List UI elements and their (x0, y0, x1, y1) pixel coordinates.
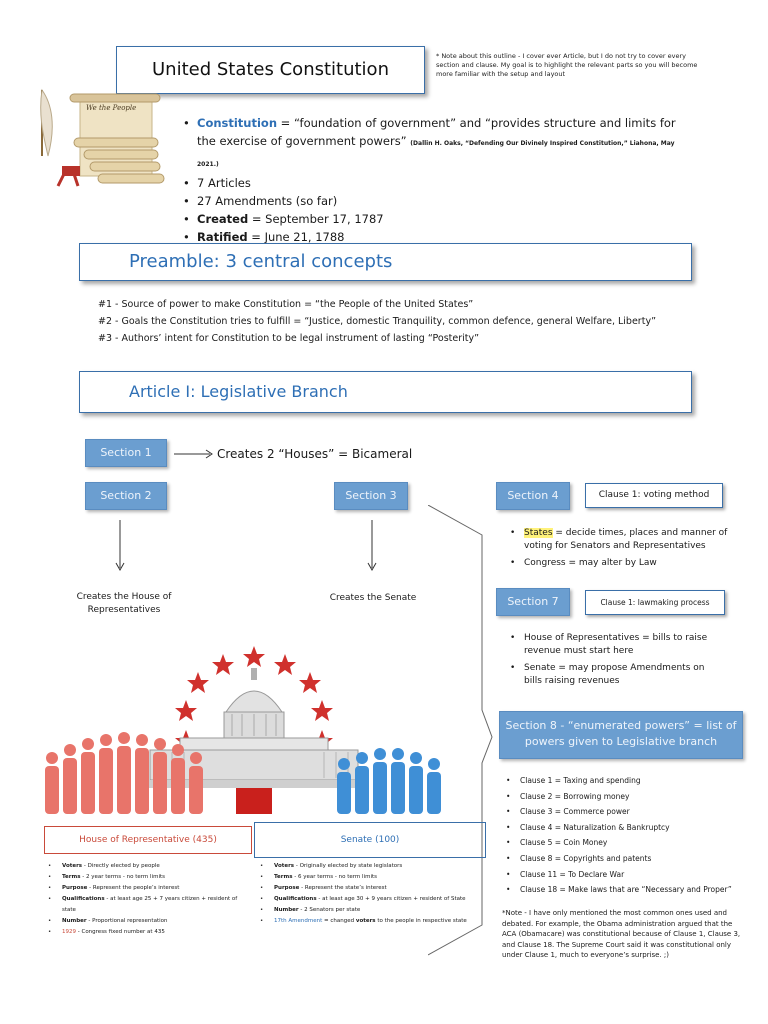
section1-box: Section 1 (85, 439, 167, 467)
section3-box: Section 3 (334, 482, 408, 510)
preamble-item-3: #3 - Authors’ intent for Constitution to… (98, 333, 480, 344)
section4-bullet-2: Congress = may alter by Law (510, 557, 740, 570)
house-detail: Qualifications - at least age 25 + 7 yea… (48, 894, 252, 916)
section2-box: Section 2 (85, 482, 167, 510)
senate-detail: Number - 2 Senators per state (260, 905, 490, 916)
senate-detail: Qualifications - at least age 30 + 9 yea… (260, 894, 490, 905)
section7-clause-box: Clause 1: lawmaking process (585, 590, 725, 615)
section4-box: Section 4 (496, 482, 570, 510)
section4-bullet-1: States = decide times, places and manner… (510, 527, 740, 553)
scroll-text: We the People (86, 104, 136, 112)
article1-title-box: Article I: Legislative Branch (79, 371, 692, 413)
section4-clause-box: Clause 1: voting method (585, 483, 723, 508)
house-detail: Voters - Directly elected by people (48, 861, 252, 872)
clause-item: Clause 4 = Naturalization & Bankruptcy (506, 820, 756, 836)
fact-amendments: 27 Amendments (so far) (183, 192, 683, 210)
senate-detail: Terms - 6 year terms - no term limits (260, 872, 490, 883)
outline-note: * Note about this outline - I cover ever… (436, 52, 698, 78)
clause-item: Clause 3 = Commerce power (506, 804, 756, 820)
clause-item: Clause 2 = Borrowing money (506, 789, 756, 805)
preamble-item-1: #1 - Source of power to make Constitutio… (98, 299, 474, 310)
section3-arrow (367, 520, 377, 572)
house-detail: 1929 - Congress fixed number at 435 (48, 927, 252, 938)
constitution-facts: Constitution = “foundation of government… (183, 114, 683, 246)
section8-box: Section 8 - “enumerated powers” = list o… (499, 711, 743, 759)
article1-title: Article I: Legislative Branch (129, 382, 348, 401)
main-title-box: United States Constitution (116, 46, 425, 94)
senate-details: Voters - Originally elected by state leg… (260, 861, 490, 927)
section7-bullet-1: House of Representatives = bills to rais… (510, 632, 720, 658)
senate-label-box: Senate (100) (254, 822, 486, 858)
section1-desc: Creates 2 “Houses” = Bicameral (217, 447, 413, 461)
section7-bullets: House of Representatives = bills to rais… (510, 632, 720, 688)
clause-item: Clause 8 = Copyrights and patents (506, 851, 756, 867)
section2-desc: Creates the House of Representatives (76, 592, 172, 615)
preamble-title-box: Preamble: 3 central concepts (79, 243, 692, 281)
house-detail: Number - Proportional representation (48, 916, 252, 927)
house-label-box: House of Representative (435) (44, 826, 252, 854)
clause-item: Clause 5 = Coin Money (506, 835, 756, 851)
section7-bullet-2: Senate = may propose Amendments on bills… (510, 662, 720, 688)
house-detail: Terms - 2 year terms - no term limits (48, 872, 252, 883)
page-title: United States Constitution (152, 59, 389, 80)
capitol-illustration (45, 646, 441, 814)
preamble-list: #1 - Source of power to make Constitutio… (98, 296, 748, 347)
fact-articles: 7 Articles (183, 174, 683, 192)
senate-crowd (337, 748, 441, 814)
fact-constitution: Constitution = “foundation of government… (183, 114, 683, 174)
house-detail: Purpose - Represent the people’s interes… (48, 883, 252, 894)
section3-desc: Creates the Senate (329, 593, 417, 603)
house-crowd (45, 732, 203, 814)
senate-detail: Purpose - Represent the state’s interest (260, 883, 490, 894)
scroll-quill-illustration: We the People (40, 88, 165, 187)
section7-box: Section 7 (496, 588, 570, 616)
preamble-title: Preamble: 3 central concepts (129, 251, 393, 272)
senate-detail: Voters - Originally elected by state leg… (260, 861, 490, 872)
section8-note: *Note - I have only mentioned the most c… (502, 909, 741, 960)
section1-arrow (174, 449, 213, 459)
preamble-item-2: #2 - Goals the Constitution tries to ful… (98, 316, 656, 327)
section4-bullets: States = decide times, places and manner… (510, 527, 740, 570)
fact-created: Created = September 17, 1787 (183, 210, 683, 228)
clause-item: Clause 1 = Taxing and spending (506, 773, 756, 789)
fact-ratified: Ratified = June 21, 1788 (183, 228, 683, 246)
section2-arrow (115, 520, 125, 572)
clause-item: Clause 18 = Make laws that are “Necessar… (506, 882, 756, 898)
house-details: Voters - Directly elected by people Term… (48, 861, 252, 938)
section8-clauses: Clause 1 = Taxing and spending Clause 2 … (506, 773, 756, 898)
senate-label: Senate (100) (340, 835, 400, 845)
clause-item: Clause 11 = To Declare War (506, 867, 756, 883)
senate-detail: 17th Amendment = changed voters to the p… (260, 916, 490, 927)
house-label: House of Representative (435) (79, 835, 217, 845)
